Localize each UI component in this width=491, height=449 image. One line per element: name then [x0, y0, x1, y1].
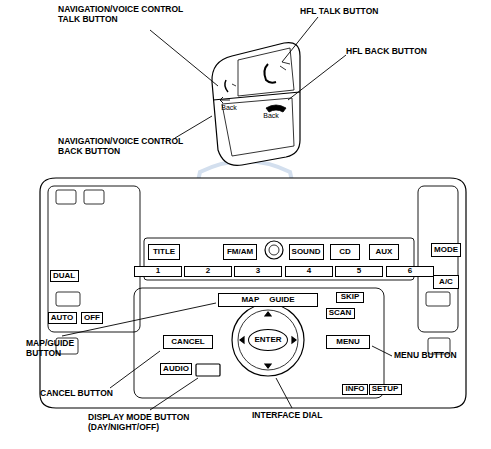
- panel-button: MAP GUIDE: [218, 293, 318, 307]
- panel-button: 2: [184, 266, 232, 277]
- button-label: ENTER: [254, 336, 281, 344]
- button-label: TITLE: [153, 248, 175, 256]
- panel-button: DUAL: [50, 270, 79, 282]
- button-label: SETUP: [372, 385, 399, 393]
- panel-button: SOUND: [289, 244, 324, 260]
- button-label: GUIDE: [269, 296, 294, 304]
- callout-label: DISPLAY MODE BUTTON (DAY/NIGHT/OFF): [88, 412, 223, 432]
- button-label: SCAN: [329, 309, 352, 317]
- panel-button: 1: [134, 266, 182, 277]
- button-label: OFF: [84, 314, 100, 322]
- button-label: CANCEL: [171, 338, 204, 346]
- callout-label: NAVIGATION/VOICE CONTROL BACK BUTTON: [58, 136, 203, 156]
- button-label: MENU: [336, 338, 360, 346]
- callout-label: MENU BUTTON: [394, 350, 480, 360]
- button-label: MAP: [241, 296, 259, 304]
- button-label: MODE: [434, 246, 458, 254]
- panel-button: AUX: [369, 244, 399, 260]
- button-label: AUX: [376, 248, 393, 256]
- panel-button: 4: [285, 266, 333, 277]
- panel-button: 6: [386, 266, 434, 277]
- steering-switch: [212, 43, 300, 166]
- panel-button: SCAN: [326, 308, 355, 319]
- panel-button: FM/AM: [223, 244, 257, 260]
- button-label: 1: [156, 267, 160, 275]
- button-label: SOUND: [292, 248, 321, 256]
- button-label: 4: [307, 267, 311, 275]
- panel-button: AUDIO: [160, 363, 192, 375]
- callout-label: HFL BACK BUTTON: [346, 46, 456, 56]
- panel-button: ENTER: [248, 329, 288, 351]
- button-label: SKIP: [341, 293, 360, 301]
- callout-label: HFL TALK BUTTON: [300, 6, 410, 16]
- panel-button: AUTO: [48, 312, 77, 324]
- button-label: Back: [254, 112, 288, 120]
- button-label: AUTO: [51, 314, 74, 322]
- button-label: INFO: [345, 385, 364, 393]
- button-label: AUDIO: [163, 365, 189, 373]
- button-label: 2: [206, 267, 210, 275]
- button-label: FM/AM: [227, 248, 253, 256]
- panel-button: 3: [234, 266, 282, 277]
- panel-button: OFF: [81, 312, 103, 324]
- panel-button: TITLE: [148, 244, 180, 260]
- panel-button: SKIP: [336, 292, 364, 303]
- callout-label: MAP/GUIDE BUTTON: [26, 338, 90, 358]
- button-label: CD: [339, 248, 351, 256]
- callout-label: NAVIGATION/VOICE CONTROL TALK BUTTON: [58, 4, 203, 24]
- button-label: 6: [408, 267, 412, 275]
- button-label: Back: [212, 104, 246, 112]
- panel-button: INFO: [342, 384, 368, 395]
- button-label: A/C: [439, 278, 453, 286]
- callout-label: CANCEL BUTTON: [40, 388, 130, 398]
- console-panel: [40, 178, 466, 408]
- panel-button: CD: [330, 244, 360, 260]
- panel-button: MODE: [431, 243, 461, 257]
- panel-button: MENU: [326, 335, 370, 349]
- button-label: DUAL: [53, 272, 75, 280]
- panel-button: CANCEL: [163, 335, 213, 349]
- callout-label: INTERFACE DIAL: [252, 410, 362, 420]
- button-label: 5: [357, 267, 361, 275]
- panel-button: A/C: [433, 275, 459, 289]
- panel-button: SETUP: [369, 384, 402, 395]
- panel-button: 5: [335, 266, 383, 277]
- button-label: 3: [256, 267, 260, 275]
- leader-lines: [62, 17, 392, 410]
